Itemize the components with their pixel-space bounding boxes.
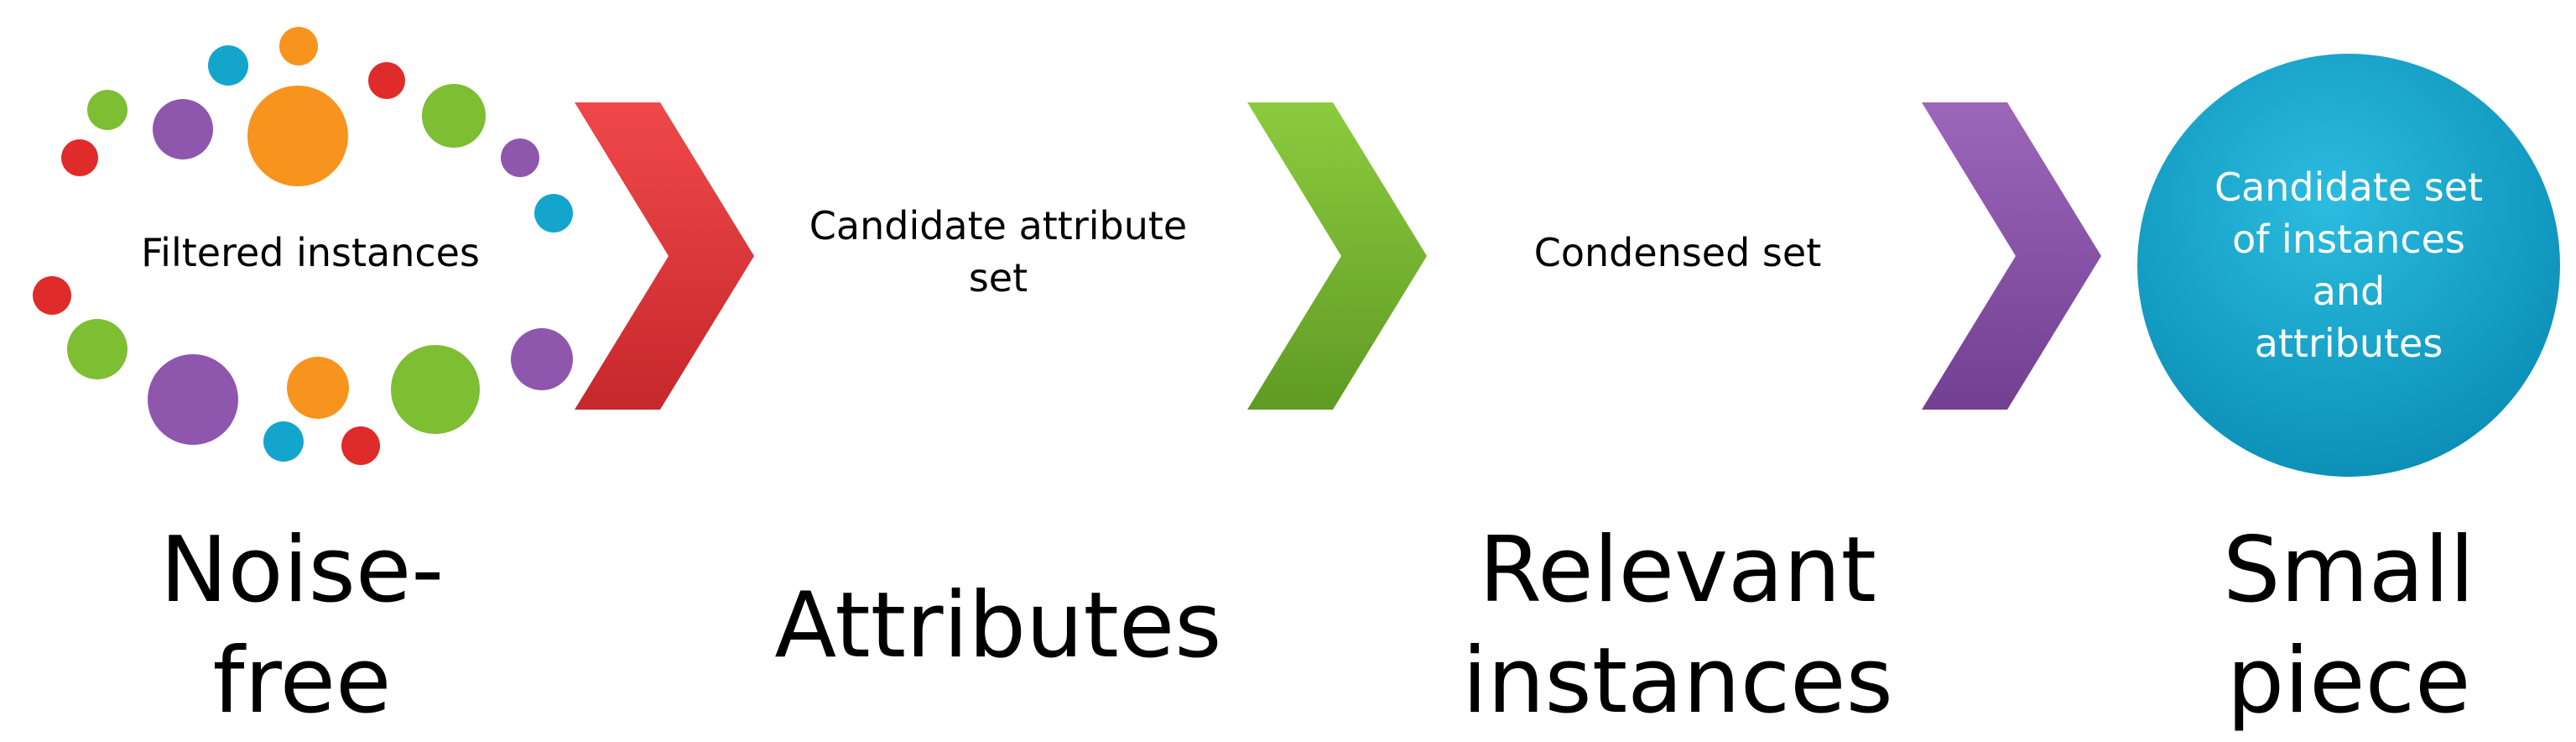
dot-blue: [208, 45, 248, 86]
caption-small-piece: Small piece: [2223, 518, 2475, 734]
dot-red: [341, 426, 380, 465]
dot-purple: [501, 138, 539, 177]
dot-green: [391, 345, 480, 434]
stage-label-condensed-set: Condensed set: [1533, 230, 1822, 275]
dot-orange: [287, 357, 349, 419]
dot-red: [33, 276, 71, 315]
chevron-red-icon: [575, 102, 754, 410]
stage-label-filtered-instances: Filtered instances: [141, 230, 480, 275]
dot-green: [87, 90, 127, 130]
dot-purple: [153, 99, 213, 159]
chevron-purple-icon: [1922, 102, 2101, 410]
result-circle: [2137, 54, 2560, 477]
dot-red: [368, 62, 405, 99]
stage-label-candidate-attribute-set: Candidate attribute set: [809, 203, 1188, 300]
dot-green: [67, 319, 127, 379]
dot-blue: [263, 421, 304, 462]
dot-blue: [534, 194, 573, 233]
caption-noise-free: Noise- free: [159, 518, 445, 734]
dot-purple: [511, 328, 573, 390]
caption-relevant-instances: Relevant instances: [1462, 518, 1893, 734]
dot-orange: [279, 27, 318, 65]
instance-dots-cluster: [33, 27, 573, 465]
dot-orange: [247, 86, 348, 186]
dot-red: [61, 139, 98, 176]
dot-purple: [148, 354, 238, 445]
result-circle-label: Candidate set of instances and attribute…: [2214, 165, 2484, 366]
chevron-green-icon: [1247, 102, 1427, 410]
dot-green: [422, 84, 486, 148]
caption-attributes: Attributes: [774, 573, 1222, 678]
